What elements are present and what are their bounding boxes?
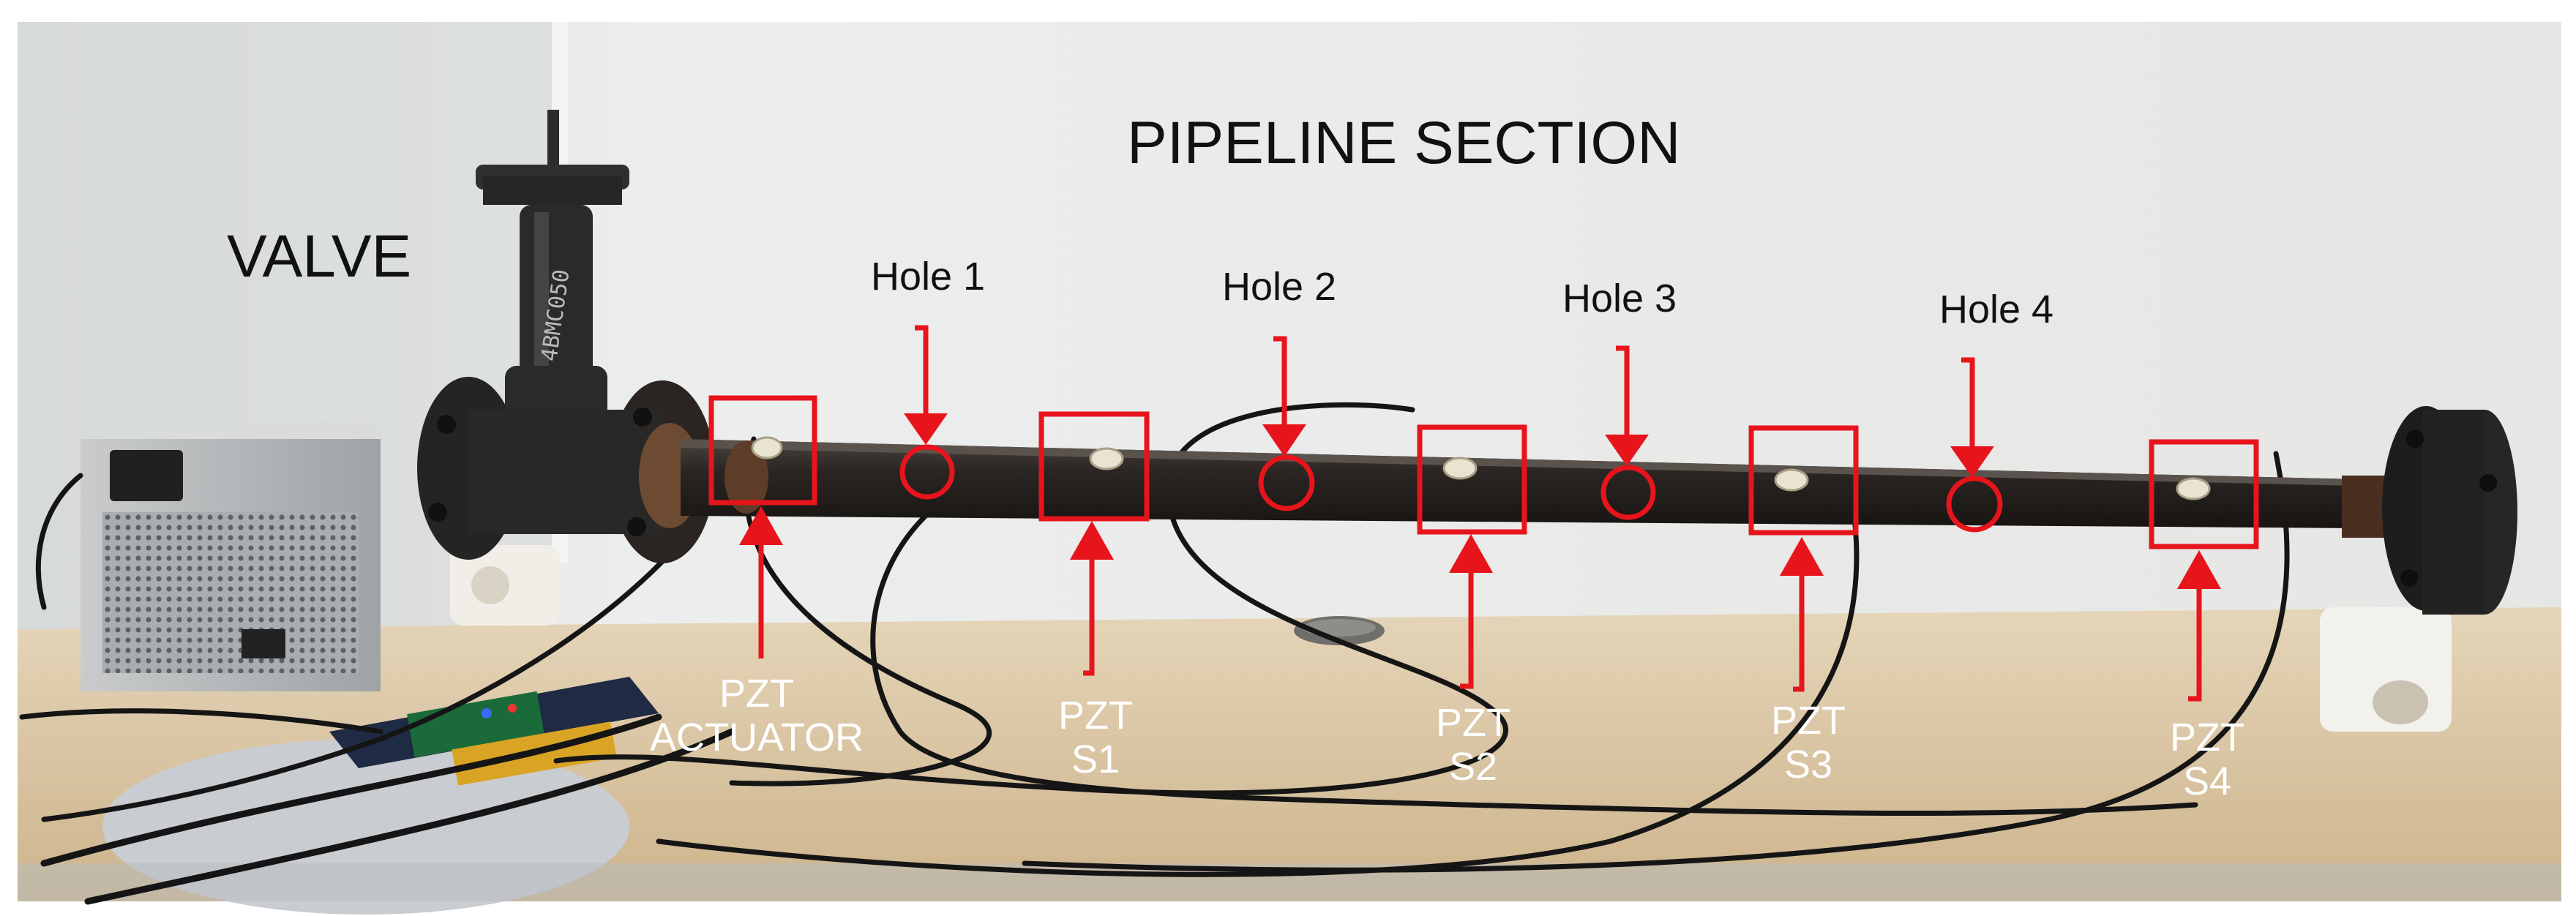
pzt-label-actuator: PZT ACTUATOR — [650, 672, 864, 760]
hole-label-1: Hole 1 — [871, 255, 986, 299]
hole-label-4: Hole 4 — [1939, 288, 2054, 331]
cables — [19, 402, 2290, 905]
pzt-marker-s4 — [2149, 439, 2259, 702]
pzt-label-s3-line2: S3 — [1783, 743, 1833, 787]
pzt-label-s3: PZT S3 — [1771, 699, 1846, 787]
hole-label-3: Hole 3 — [1562, 277, 1677, 320]
pzt-marker-actuator — [708, 395, 817, 658]
pzt-label-s2-line1: PZT — [1436, 701, 1510, 745]
pipe-supports — [450, 545, 2452, 732]
pzt-label-actuator-line1: PZT — [719, 672, 795, 716]
table — [18, 607, 2561, 915]
pzt-label-s1: PZT S1 — [1058, 694, 1133, 782]
pzt-label-s2-line2: S2 — [1448, 745, 1498, 789]
pzt-label-s1-line1: PZT — [1058, 694, 1133, 737]
hole-marker-2 — [1258, 336, 1315, 511]
hole-marker-3 — [1600, 345, 1656, 520]
electronics-boards — [329, 677, 659, 786]
pzt-label-s4: PZT S4 — [2170, 716, 2244, 804]
pzt-label-actuator-line2: ACTUATOR — [650, 716, 864, 760]
hole-marker-1 — [899, 325, 955, 500]
page-title: PIPELINE SECTION — [1127, 110, 1681, 176]
valve-label: VALVE — [227, 223, 412, 290]
hole-marker-4 — [1946, 357, 2003, 533]
pzt-patches — [751, 436, 2211, 500]
pzt-marker-s1 — [1038, 411, 1150, 676]
pzt-label-s3-line1: PZT — [1771, 699, 1846, 743]
hole-markers — [899, 325, 2003, 533]
pzt-label-s2: PZT S2 — [1436, 701, 1510, 789]
pzt-markers — [708, 395, 2259, 702]
pzt-label-s4-line2: S4 — [2182, 759, 2232, 804]
end-flange — [2342, 406, 2517, 615]
pzt-label-s1-line2: S1 — [1071, 737, 1120, 782]
pzt-label-s4-line1: PZT — [2170, 716, 2244, 759]
valve: 4BMC050 — [417, 110, 715, 563]
hole-label-2: Hole 2 — [1222, 265, 1337, 309]
wall — [18, 22, 2561, 651]
pzt-marker-s2 — [1417, 424, 1527, 689]
power-supply — [80, 417, 388, 691]
pzt-marker-s3 — [1748, 425, 1859, 692]
